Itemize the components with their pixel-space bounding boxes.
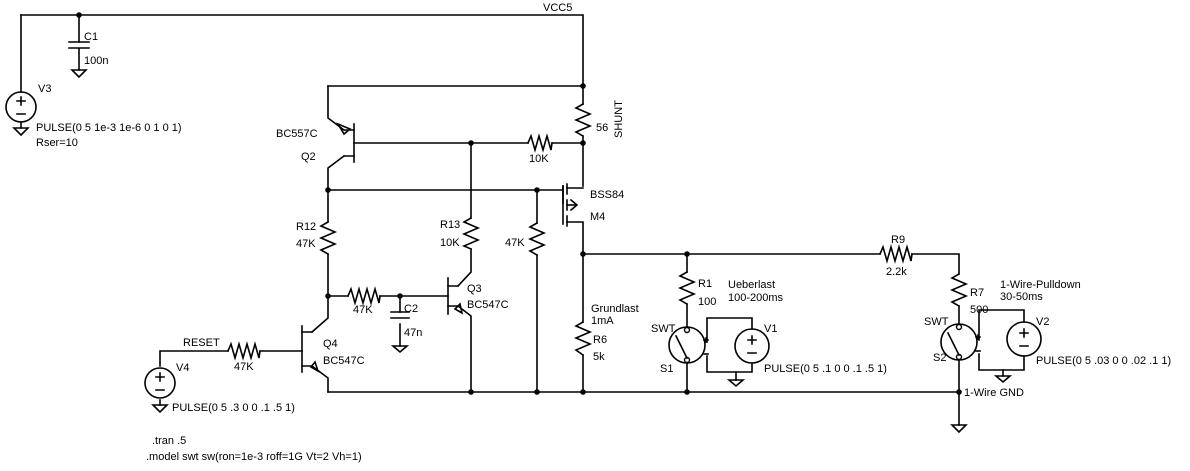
transistor-q4	[301, 325, 320, 373]
r6-note1: Grundlast	[591, 303, 639, 315]
capacitor-c2	[390, 311, 410, 354]
r12-ref: R12	[296, 221, 316, 233]
junction-dots	[76, 12, 962, 395]
directive-model: .model swt sw(ron=1e-3 roff=1G Vt=2 Vh=1…	[146, 451, 362, 463]
resistor-r1	[677, 270, 697, 306]
vcc-label: VCC5	[543, 2, 572, 14]
r12-value: 47K	[296, 238, 316, 250]
mosfet-m4	[562, 183, 579, 227]
q3-ref: Q3	[467, 283, 482, 295]
q3-value: BC547C	[467, 299, 509, 311]
r13-value: 10K	[440, 237, 460, 249]
c1-ref: C1	[84, 31, 98, 43]
c2-value: 47n	[404, 327, 422, 339]
voltage-source-v4	[144, 367, 176, 414]
reset-label: RESET	[183, 337, 220, 349]
r1-note1: Ueberlast	[728, 279, 775, 291]
v4-ref: V4	[176, 362, 189, 374]
capacitor-c1	[68, 41, 90, 79]
switch-s1	[668, 326, 709, 364]
r6-ref: R6	[593, 334, 607, 346]
v2-ref: V2	[1036, 316, 1049, 328]
q2-ref: Q2	[301, 151, 316, 163]
resistor-10k	[526, 133, 553, 153]
c1-value: 100n	[84, 55, 108, 67]
r6-value: 5k	[593, 351, 605, 363]
r7-value: 500	[970, 304, 988, 316]
wire-gnd-label: 1-Wire GND	[964, 387, 1024, 399]
s2-ref: S2	[933, 352, 946, 364]
shunt-value: 56	[596, 122, 608, 134]
resistor-shunt	[573, 102, 593, 138]
resistor-r12	[318, 220, 338, 256]
v1-value: PULSE(0 5 .1 0 0 .1 .5 1)	[764, 363, 887, 375]
v3-value: PULSE(0 5 1e-3 1e-6 0 1 0 1)	[36, 122, 182, 134]
resistor-47k-base	[346, 286, 381, 306]
q2-value: BC557C	[276, 128, 318, 140]
directive-tran: .tran .5	[152, 435, 186, 447]
ground-1wire	[950, 424, 968, 434]
m4-ref: M4	[590, 211, 605, 223]
transistor-q3	[447, 277, 464, 315]
m4-value: BSS84	[590, 189, 624, 201]
resistor-r6	[573, 320, 593, 357]
v4-value: PULSE(0 5 .3 0 0 .1 .5 1)	[172, 402, 295, 414]
q4-value: BC547C	[323, 355, 365, 367]
switch-s2	[940, 323, 981, 361]
r1-value: 100	[698, 296, 716, 308]
r6-note2: 1mA	[591, 315, 614, 327]
transistor-q2	[336, 122, 355, 163]
voltage-source-v3	[5, 91, 37, 137]
r13-ref: R13	[440, 219, 460, 231]
r10k-value: 10K	[529, 153, 549, 165]
v3-ref: V3	[38, 83, 51, 95]
v2-value: PULSE(0 5 .03 0 0 .02 .1 1)	[1036, 355, 1171, 367]
q4-ref: Q4	[323, 338, 338, 350]
r7-ref: R7	[970, 287, 984, 299]
r7-note1: 1-Wire-Pulldown	[1000, 279, 1081, 291]
r-reset-value: 47K	[234, 361, 254, 373]
r9-ref: R9	[891, 234, 905, 246]
s2-model: SWT	[924, 316, 949, 328]
resistor-r13	[461, 216, 481, 251]
r7-note2: 30-50ms	[1000, 291, 1043, 303]
v3-rser: Rser=10	[36, 137, 78, 149]
voltage-source-v1	[726, 328, 770, 388]
c2-ref: C2	[404, 303, 418, 315]
r1-ref: R1	[698, 278, 712, 290]
voltage-source-v2	[993, 321, 1042, 384]
v1-ref: V1	[764, 323, 777, 335]
r47k-gate-value: 47K	[505, 237, 525, 249]
s1-model: SWT	[651, 323, 676, 335]
shunt-ref: SHUNT	[613, 100, 625, 138]
labels: VCC5 C1 100n V3 PULSE(0 5 1e-3 1e-6 0 1 …	[36, 2, 1171, 463]
r1-note2: 100-200ms	[728, 292, 784, 304]
resistor-reset	[226, 341, 261, 361]
r47k-base-value: 47K	[353, 304, 373, 316]
resistor-47k-gate	[527, 221, 547, 257]
resistor-r7	[949, 272, 969, 308]
resistor-r9	[878, 244, 913, 264]
s1-ref: S1	[660, 363, 673, 375]
r9-value: 2.2k	[886, 266, 907, 278]
